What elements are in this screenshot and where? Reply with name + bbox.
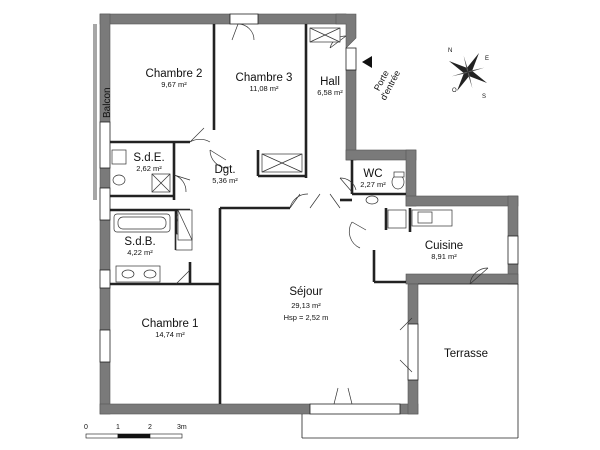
room-chambre-1: Chambre 1 14,74 m²: [142, 318, 199, 339]
scale-tick-0: 0: [84, 424, 88, 431]
room-name: S.d.E.: [133, 152, 165, 164]
room-sde: S.d.E. 2,62 m²: [133, 152, 164, 173]
room-hall: Hall 6,58 m²: [317, 76, 342, 97]
room-sdb: S.d.B. 4,22 m²: [124, 236, 155, 257]
scale-bar: [85, 433, 183, 439]
room-name: S.d.B.: [124, 236, 156, 248]
room-area: 2,62 m²: [136, 164, 162, 173]
balcony: [93, 24, 97, 200]
compass-e: E: [485, 56, 489, 62]
room-name: WC: [363, 168, 383, 180]
balcon-label: Balcon: [102, 87, 113, 118]
room-area: 9,67 m²: [161, 80, 187, 89]
room-dgt: Dgt. 5,36 m²: [212, 164, 237, 185]
entrance-label: Porte d'entrée: [372, 69, 402, 102]
room-name: Chambre 1: [141, 318, 199, 330]
room-name: Chambre 2: [145, 68, 203, 80]
room-name: Séjour: [289, 286, 323, 298]
room-sejour: Séjour 29,13 m² Hsp = 2,52 m: [284, 286, 329, 322]
room-area: 6,58 m²: [317, 88, 343, 97]
room-area: 4,22 m²: [127, 248, 153, 257]
compass-o: O: [452, 88, 457, 94]
room-area: 5,36 m²: [212, 176, 238, 185]
room-area: 8,91 m²: [431, 252, 457, 261]
interior-walls: [110, 24, 412, 404]
exterior-walls: [99, 13, 519, 415]
room-name: Hall: [320, 76, 340, 88]
scale-tick-2: 2: [148, 424, 152, 431]
scale-tick-1: 1: [116, 424, 120, 431]
room-name: Dgt.: [214, 164, 236, 176]
compass-s: S: [482, 94, 486, 100]
room-name: Terrasse: [443, 348, 489, 360]
room-name: Chambre 3: [235, 72, 293, 84]
room-chambre-3: Chambre 3 11,08 m²: [236, 72, 293, 93]
room-area: 29,13 m²: [291, 301, 321, 310]
room-height: Hsp = 2,52 m: [283, 313, 329, 322]
entrance-arrow-icon: [362, 56, 372, 68]
room-name: Cuisine: [424, 240, 464, 252]
room-chambre-2: Chambre 2 9,67 m²: [146, 68, 203, 89]
room-cuisine: Cuisine 8,91 m²: [425, 240, 463, 261]
windows: [99, 13, 519, 415]
compass-n: N: [448, 48, 452, 54]
fixtures: [111, 27, 453, 283]
room-area: 11,08 m²: [249, 84, 279, 93]
room-area: 2,27 m²: [360, 180, 386, 189]
room-terrasse: Terrasse: [444, 348, 488, 360]
terrace-outline: [301, 283, 519, 439]
room-wc: WC 2,27 m²: [360, 168, 385, 189]
scale-tick-3: 3m: [177, 424, 187, 431]
room-area: 14,74 m²: [155, 330, 185, 339]
compass-rose-icon: [448, 52, 488, 92]
